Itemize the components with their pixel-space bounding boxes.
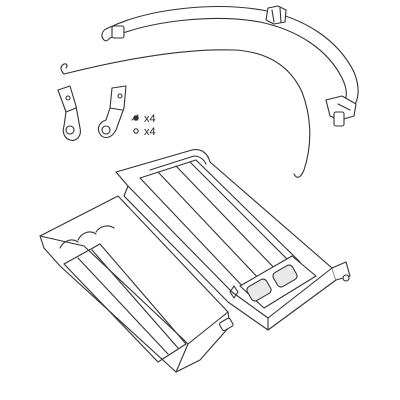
upper-panel xyxy=(115,149,351,331)
canopy-frame xyxy=(101,5,359,127)
washer-icon xyxy=(133,128,139,134)
screw-hardware: x4 xyxy=(131,113,156,125)
mounting-bracket-left xyxy=(57,85,81,141)
cup-holder-2 xyxy=(272,264,298,288)
wire-support-rod xyxy=(60,49,311,178)
cup-holder-tray xyxy=(239,255,317,309)
washer-hardware: x4 xyxy=(133,126,156,138)
screw-quantity: x4 xyxy=(144,113,156,125)
cup-holder-1 xyxy=(246,278,272,302)
washer-quantity: x4 xyxy=(144,126,156,138)
lower-panel xyxy=(39,195,234,373)
mounting-bracket-right xyxy=(97,85,127,139)
